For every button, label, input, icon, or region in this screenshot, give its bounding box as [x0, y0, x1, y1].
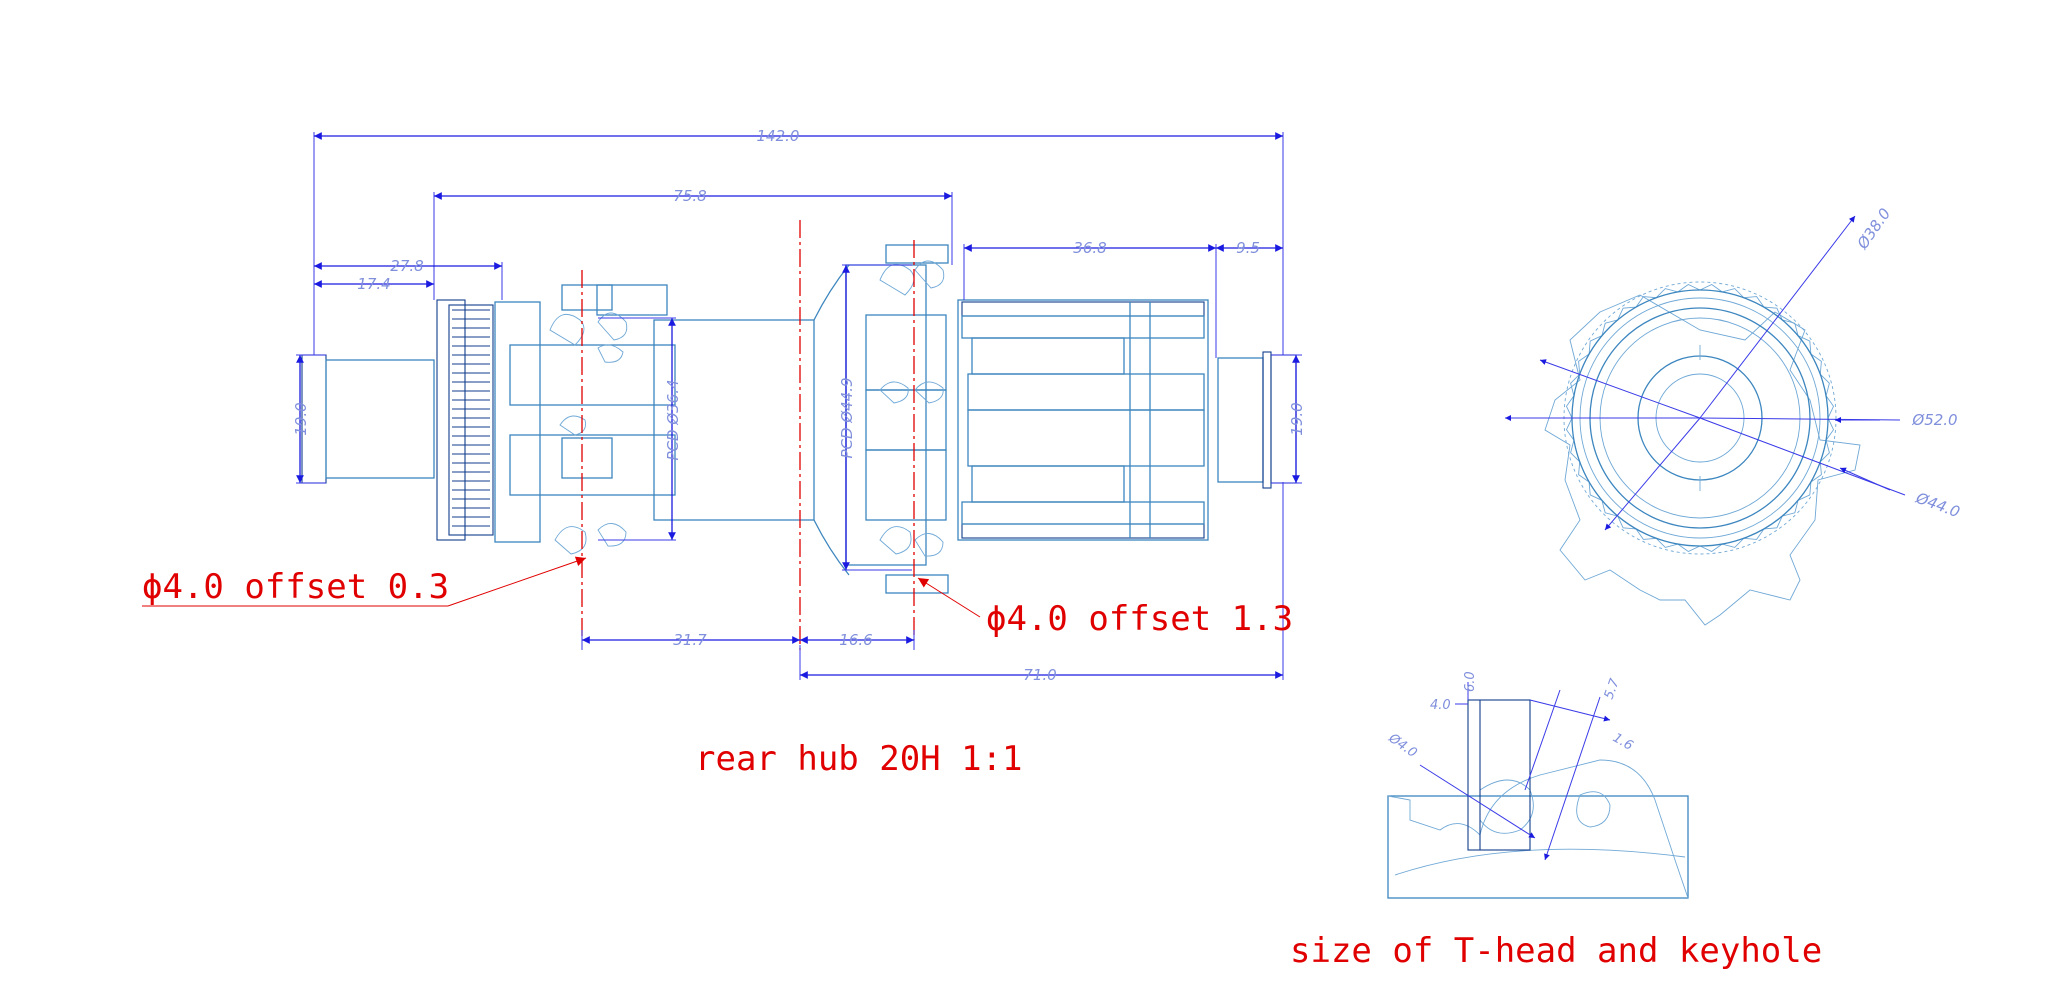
hub-end-view: Ø38.0 Ø52.0 Ø44.0 [1505, 205, 1963, 626]
offset-right-label: ϕ4.0 offset 1.3 [986, 599, 1293, 639]
dim-16-6: 16.6 [839, 631, 872, 649]
dim-axle-left: 19.0 [292, 402, 310, 435]
offset-left-label: ϕ4.0 offset 0.3 [142, 567, 449, 607]
freehub-body [957, 299, 1209, 541]
keyhole-h6: 6.0 [1463, 671, 1478, 692]
dim-pcd-right: PCD Ø44.9 [838, 377, 856, 458]
centerlines [581, 220, 915, 650]
end-dim-52: Ø52.0 [1911, 411, 1957, 429]
keyhole-l16: 1.6 [1610, 730, 1635, 753]
keyhole-detail: Ø4.0 4.0 6.0 5.7 1.6 [1385, 671, 1689, 899]
keyhole-l57: 5.7 [1602, 676, 1623, 701]
dim-axle-right: 19.0 [1288, 402, 1306, 435]
end-dim-38: Ø38.0 [1853, 205, 1894, 253]
hub-side-view [301, 244, 1297, 594]
dim-31-7: 31.7 [673, 631, 707, 649]
dim-27-8: 27.8 [390, 257, 423, 275]
spoke-heads-right [879, 260, 945, 557]
spoke-heads-left [549, 312, 628, 555]
dim-flange-span: 75.8 [673, 187, 706, 205]
dim-pcd-left: PCD Ø36.4 [664, 379, 682, 460]
keyhole-d4: Ø4.0 [1385, 730, 1420, 761]
dim-71-0: 71.0 [1023, 666, 1056, 684]
dim-9-5: 9.5 [1236, 239, 1260, 257]
detail-caption: size of T-head and keyhole [1290, 931, 1822, 971]
main-caption: rear hub 20H 1:1 [695, 739, 1023, 779]
dim-36-8: 36.8 [1073, 239, 1106, 257]
end-dim-44: Ø44.0 [1913, 489, 1963, 522]
dim-17-4: 17.4 [357, 275, 390, 293]
dim-overall-width: 142.0 [757, 127, 800, 145]
keyhole-w4: 4.0 [1430, 698, 1451, 713]
rotor-mount [436, 299, 494, 541]
offset-annotations: ϕ4.0 offset 0.3 ϕ4.0 offset 1.3 rear hub… [142, 556, 1822, 971]
side-view-dimensions: 142.0 75.8 27.8 17.4 36.8 9.5 19.0 19.0 … [292, 127, 1306, 684]
